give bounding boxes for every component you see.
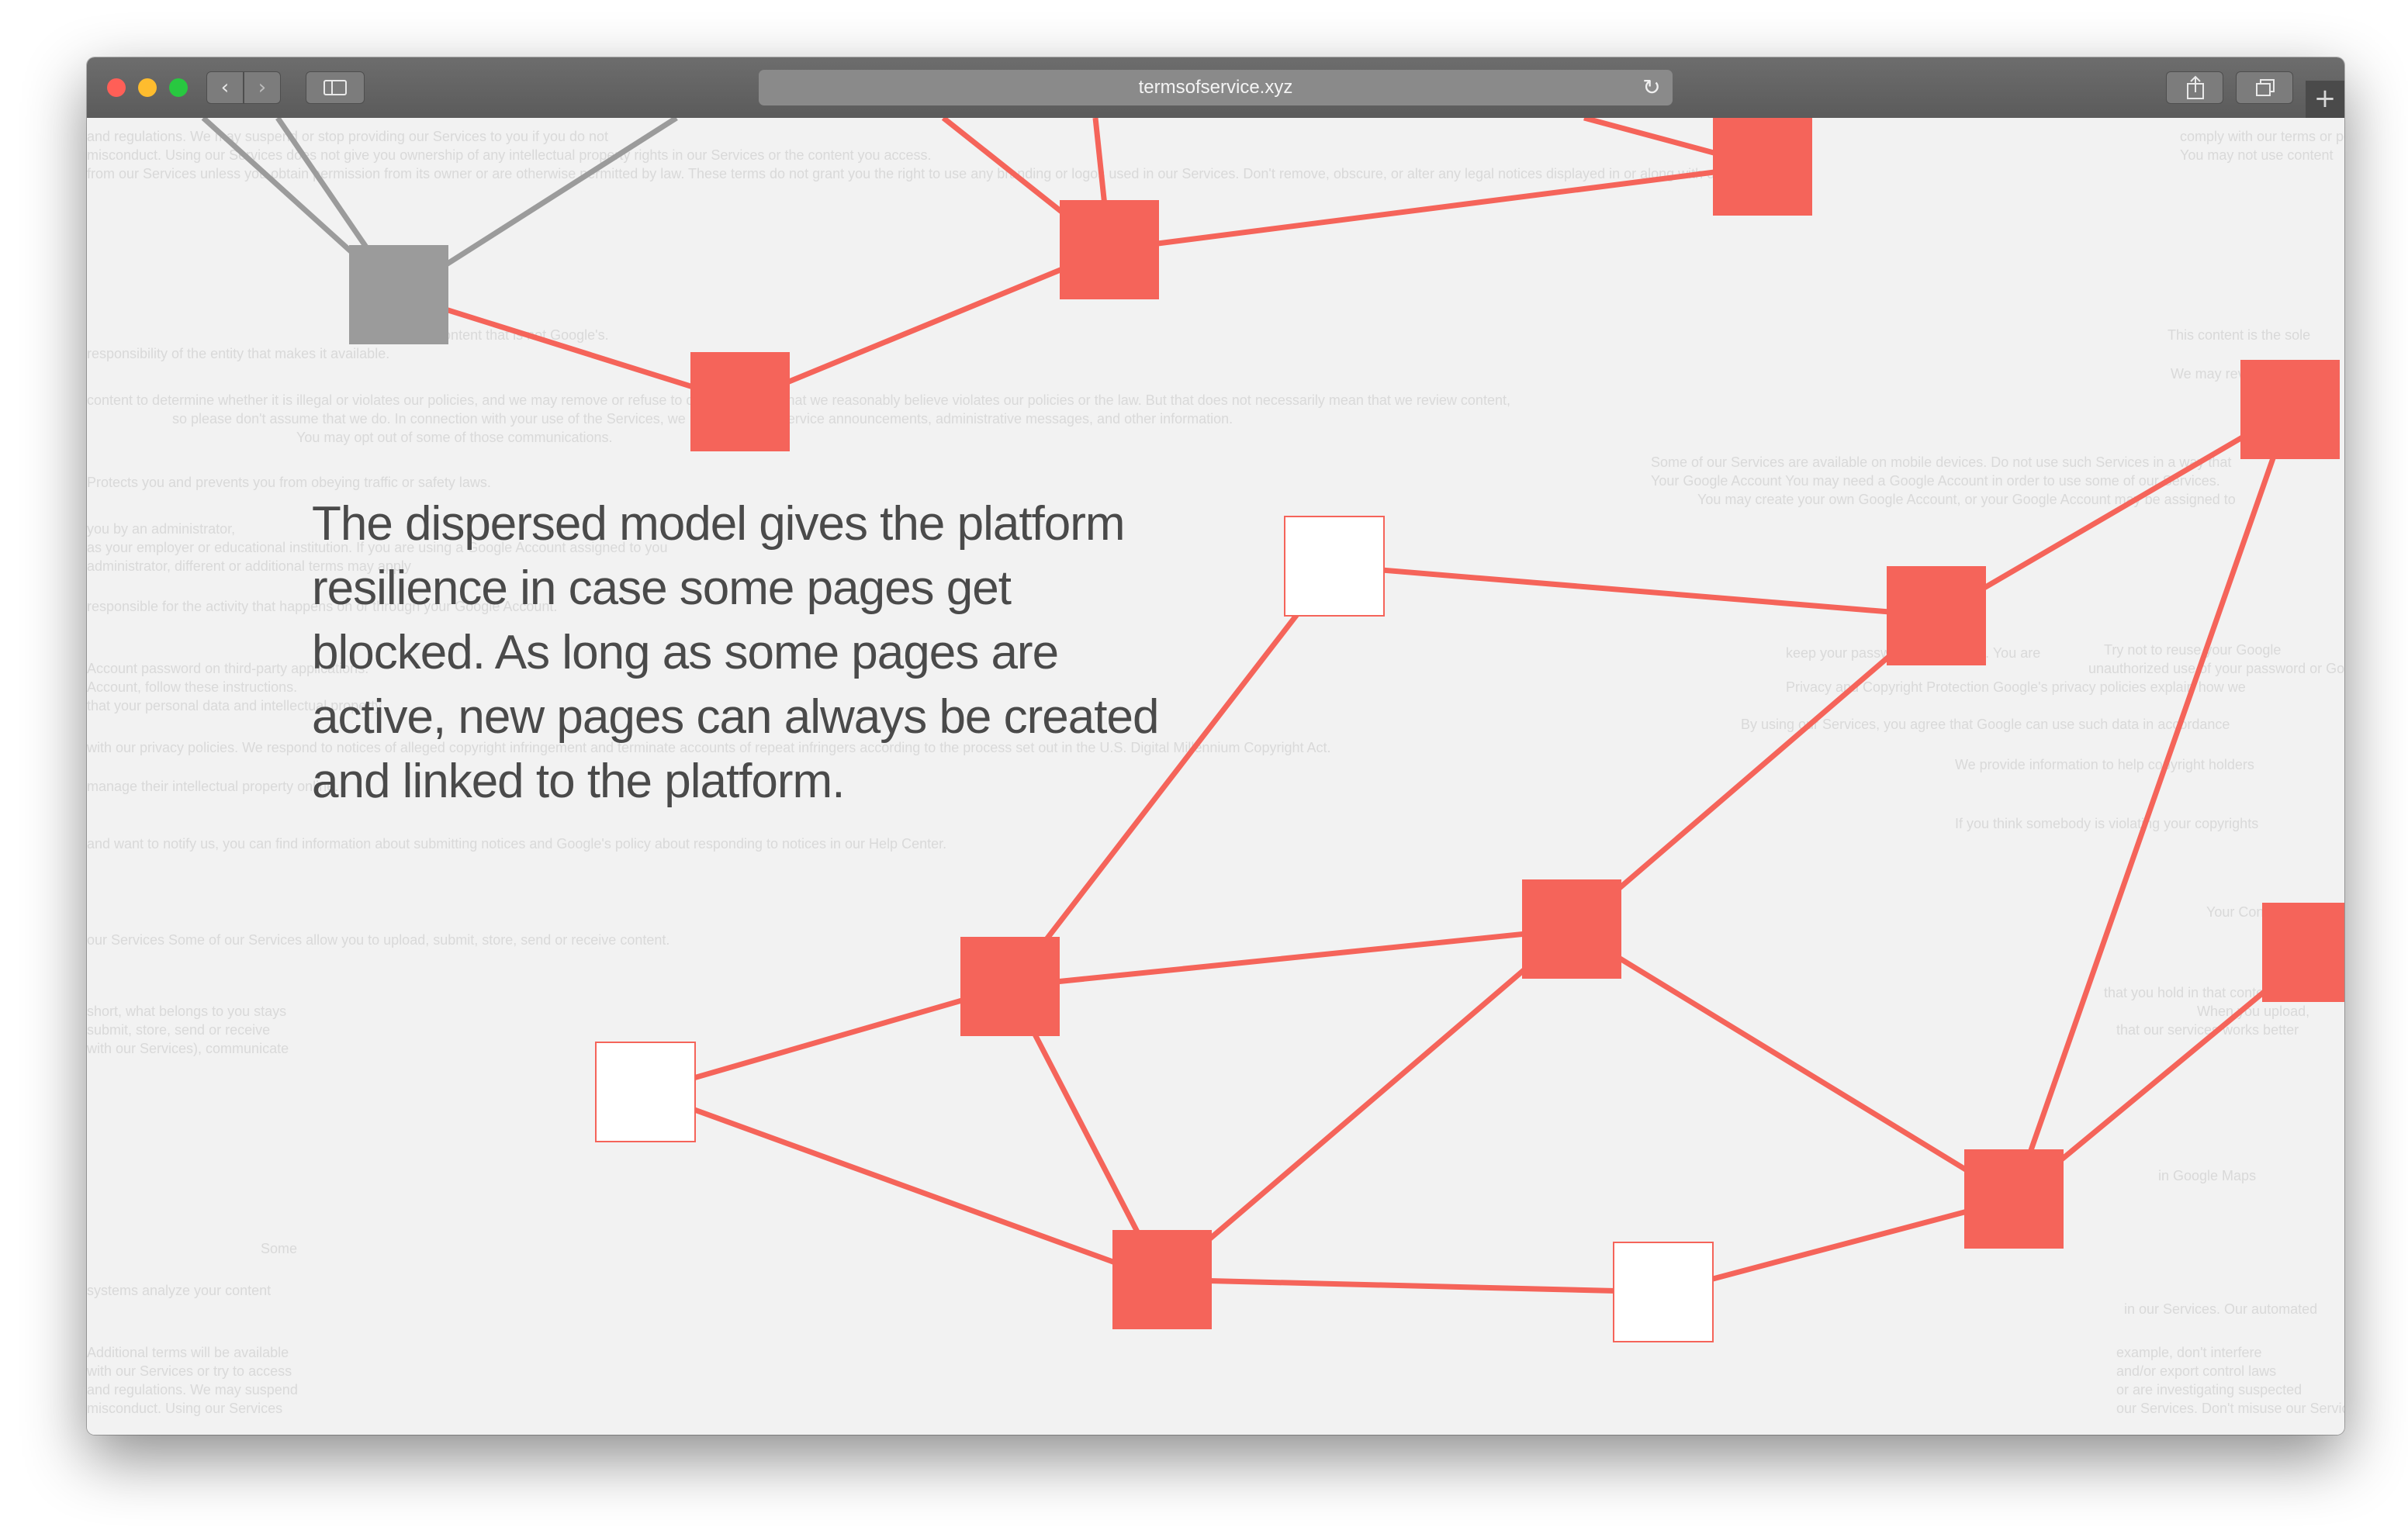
graph-edge [644,1089,1164,1283]
maximize-icon[interactable] [169,78,188,97]
page-content: and regulations. We may suspend or stop … [87,118,2344,1435]
browser-window: ‹ › termsofservice.xyz ↻ + [87,57,2344,1435]
page-node-active [1887,566,1986,665]
graph-edge [1008,564,1337,989]
background-text-line: You may opt out of some of those communi… [296,430,613,445]
background-text-line: systems analyze your content [87,1283,272,1298]
page-node-active [1522,879,1621,979]
graph-edge [1109,163,1763,253]
background-text-line: Account, follow these instructions. [87,679,298,695]
page-node-active [1964,1149,2064,1249]
page-node-blocked [349,245,448,344]
background-text-line: Protects you and prevents you from obeyi… [87,475,491,490]
tabs-icon [2256,79,2275,96]
background-text-line: and regulations. We may suspend [87,1382,298,1398]
background-text-line: you by an administrator, [87,521,236,537]
chevron-left-icon: ‹ [220,76,230,99]
background-text-line: short, what belongs to you stays [87,1004,287,1019]
graph-edge [1662,1196,2015,1295]
background-text-line: When you upload, [2197,1004,2310,1019]
back-button[interactable]: ‹ [206,71,244,104]
background-text-line: that your personal data and intellectual… [87,698,382,713]
graph-edge [1009,926,1572,990]
page-node-new [1613,1242,1714,1342]
reload-icon[interactable]: ↻ [1642,74,1661,100]
background-text-line: with our privacy policies. We respond to… [87,740,1331,755]
background-text-line: misconduct. Using our Services [87,1401,283,1416]
minimize-icon[interactable] [138,78,157,97]
background-text-line: with our Services), communicate [87,1041,289,1056]
graph-edge [645,983,1011,1095]
network-graph [201,118,2344,1342]
background-text-line: This content is the sole [2168,327,2311,343]
page-node-active [1060,200,1159,299]
background-text-line: that our services works better [2116,1022,2299,1038]
address-text: termsofservice.xyz [1138,77,1293,98]
graph-edge [1334,563,1937,619]
graph-edge [1569,613,1939,931]
page-node-new [1284,516,1385,617]
headline-text: The dispersed model gives the platform r… [312,497,1159,808]
background-text-line: our Services. Don't misuse our Services. [2116,1401,2344,1416]
new-tab-button[interactable]: + [2306,81,2344,118]
background-text-line: Privacy and Copyright Protection Google'… [1786,679,2246,695]
background-text-line: responsible for the activity that happen… [87,599,558,614]
browser-toolbar: ‹ › termsofservice.xyz ↻ + [87,57,2344,119]
background-text-line: We provide information to help copyright… [1955,757,2254,772]
background-text-line: as your employer or educational institut… [87,540,668,555]
background-text-line: in our Services. Our automated [2124,1301,2318,1317]
graph-edge [1570,927,2015,1201]
background-text-line: By using our Services, you agree that Go… [1741,717,2230,732]
background-text-line: Try not to reuse your Google [2104,642,2282,658]
share-icon [2187,75,2204,99]
forward-button[interactable]: › [244,71,281,104]
page-node-active [690,352,790,451]
tabs-overview-button[interactable] [2236,71,2293,104]
background-text-line: in Google Maps [2158,1168,2257,1183]
background-text-line: and/or export control laws [2116,1363,2277,1379]
close-icon[interactable] [107,78,126,97]
graph-edge [1160,927,1574,1282]
background-text-line: manage their intellectual property onlin… [87,779,339,794]
graph-edge [397,292,742,405]
page-node-active [1713,118,1812,216]
page-node-active [1112,1230,1212,1329]
background-text-line: Some [261,1241,298,1256]
background-text-line: administrator, different or additional t… [87,558,411,574]
background-text-line: Some of our Services are available on mo… [1651,454,2232,470]
graph-edge [739,247,1111,405]
background-text-line: comply with our terms or policies or if … [2180,129,2344,144]
chevron-right-icon: › [258,76,267,99]
graph-edge [1935,406,2292,619]
background-text-line: from our Services unless you obtain perm… [87,166,1789,181]
background-text-line: or are investigating suspected [2116,1382,2302,1398]
background-text-line: responsibility of the entity that makes … [87,346,390,361]
graph-edge [1161,1277,1664,1295]
background-text-line: You may create your own Google Account, … [1697,492,2236,507]
address-bar[interactable]: termsofservice.xyz ↻ [759,70,1673,105]
page-node-active [960,937,1060,1036]
sidebar-icon [323,80,347,95]
background-text-line: submit, store, send or receive [87,1022,271,1038]
background-text-line: content to determine whether it is illeg… [87,392,1510,408]
page-node-new [595,1042,696,1142]
sidebar-toggle-button[interactable] [306,71,365,104]
background-text-line: unauthorized use of your password or Goo… [2088,661,2344,676]
share-button[interactable] [2166,71,2223,104]
background-text-line: You may not use content [2180,147,2334,163]
page-node-active [2262,903,2344,1002]
background-text-line: Your Google Account You may need a Googl… [1651,473,2220,489]
background-text-line: Account password on third-party applicat… [87,661,369,676]
background-text-line: If you think somebody is violating your … [1955,816,2259,831]
background-text-line: Additional terms will be available [87,1345,289,1360]
page-node-active [2240,360,2340,459]
background-text-line: that you hold in that content. [2104,985,2280,1000]
graph-edge [2011,408,2293,1201]
background-text-line: example, don't interfere [2116,1345,2262,1360]
background-text-line: and want to notify us, you can find info… [87,836,947,852]
background-text-line: our Services Some of our Services allow … [87,932,670,948]
plus-icon: + [2313,83,2337,114]
background-text-line: with our Services or try to access [87,1363,292,1379]
